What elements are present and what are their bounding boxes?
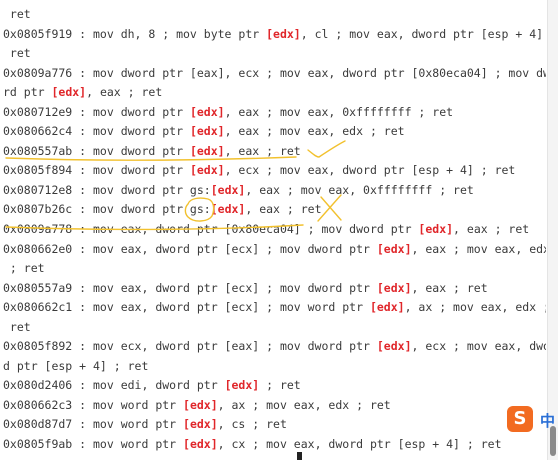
line-text: , eax ; ret: [453, 222, 530, 237]
terminal-line: 0x080557ab : mov dword ptr [edx], eax ; …: [3, 142, 546, 162]
line-text: 0x080712e8 : mov dword ptr gs:: [3, 182, 211, 197]
line-text: 0x0807b26c : mov dword ptr gs:: [3, 202, 211, 217]
terminal-line: 0x0805f892 : mov ecx, dword ptr [eax] ; …: [3, 337, 546, 357]
line-text: , eax ; ret: [224, 143, 301, 158]
terminal-line: 0x080d2406 : mov edi, dword ptr [edx] ; …: [3, 376, 546, 396]
terminal-line: 0x080662c4 : mov dword ptr [edx], eax ; …: [3, 122, 546, 142]
line-text: , ecx ; mov eax, dword ptr [esp + 4] ; r…: [224, 163, 516, 178]
register-highlight: [edx]: [183, 397, 218, 412]
line-text: 0x0809a778 : mov eax, dword ptr [0x80eca…: [3, 222, 419, 237]
register-highlight: [edx]: [189, 163, 225, 178]
register-highlight: [edx]: [210, 202, 246, 217]
line-text: , eax ; mov eax, edx ; ret: [224, 124, 405, 139]
terminal-line: 0x0805f9ab : mov word ptr [edx], cx ; mo…: [3, 435, 546, 455]
line-text: ret: [3, 7, 31, 21]
text-cursor-icon: [297, 452, 302, 460]
terminal-line: 0x080662c1 : mov eax, dword ptr [ecx] ; …: [3, 298, 546, 318]
line-text: ; ret: [3, 261, 45, 276]
line-text: 0x080d2406 : mov edi, dword ptr: [3, 378, 225, 393]
terminal-line: 0x0805f919 : mov dh, 8 ; mov byte ptr [e…: [3, 25, 546, 45]
terminal-line: 0x0809a778 : mov eax, dword ptr [0x80eca…: [3, 220, 546, 240]
line-text: , eax ; ret: [411, 280, 488, 295]
line-text: 0x080557ab : mov dword ptr: [3, 143, 190, 158]
line-text: , eax ; ret: [245, 202, 322, 217]
line-text: , cs ; ret: [217, 417, 287, 432]
vertical-scrollbar[interactable]: [547, 0, 558, 460]
register-highlight: [edx]: [224, 378, 260, 393]
line-text: 0x080662c3 : mov word ptr: [3, 397, 184, 412]
sogou-ime-icon[interactable]: S: [507, 406, 533, 432]
terminal-line: ret: [3, 318, 546, 338]
register-highlight: [edx]: [376, 241, 412, 256]
line-text: 0x080662c1 : mov eax, dword ptr [ecx] ; …: [3, 300, 370, 315]
register-highlight: [edx]: [189, 124, 225, 139]
line-text: 0x0805f9ab : mov word ptr: [3, 437, 184, 452]
line-text: 0x080712e9 : mov dword ptr: [3, 104, 190, 119]
register-highlight: [edx]: [376, 339, 412, 354]
register-highlight: [edx]: [189, 104, 225, 119]
terminal-line: 0x080662c3 : mov word ptr [edx], ax ; mo…: [3, 396, 546, 416]
line-text: 0x0805f894 : mov dword ptr: [3, 163, 190, 178]
terminal-line: 0x0805f894 : mov dword ptr [edx], ecx ; …: [3, 161, 546, 181]
terminal-line: 0x0807b26c : mov dword ptr gs:[edx], eax…: [3, 200, 546, 220]
line-text: 0x080662e0 : mov eax, dword ptr [ecx] ; …: [3, 241, 377, 256]
register-highlight: [edx]: [418, 222, 454, 237]
line-text: rd ptr: [3, 85, 52, 100]
line-text: , ax ; mov eax, edx ;: [404, 300, 546, 315]
line-text: , eax ; mov eax, edx: [411, 241, 547, 256]
line-text: , ecx ; mov eax, dwor: [411, 339, 547, 354]
line-text: ; ret: [259, 378, 301, 393]
line-text: d ptr [esp + 4] ; ret: [3, 358, 149, 373]
terminal-line: 0x080662e0 : mov eax, dword ptr [ecx] ; …: [3, 240, 546, 260]
terminal-line: rd ptr [edx], eax ; ret: [3, 83, 546, 103]
register-highlight: [edx]: [183, 417, 218, 432]
register-highlight: [edx]: [183, 437, 218, 452]
register-highlight: [edx]: [189, 143, 225, 158]
line-text: ret: [3, 319, 31, 334]
terminal-line: ; ret: [3, 259, 546, 279]
line-text: 0x080662c4 : mov dword ptr: [3, 124, 190, 139]
ime-language-indicator[interactable]: 中: [540, 412, 556, 430]
line-text: , eax ; mov eax, 0xffffffff ; ret: [224, 104, 454, 119]
terminal-line: 0x080712e8 : mov dword ptr gs:[edx], eax…: [3, 181, 546, 201]
terminal-line: ret: [3, 44, 546, 64]
line-text: 0x080557a9 : mov eax, dword ptr [ecx] ; …: [3, 280, 377, 295]
register-highlight: [edx]: [369, 300, 405, 315]
register-highlight: [edx]: [266, 26, 301, 41]
line-text: 0x0805f892 : mov ecx, dword ptr [eax] ; …: [3, 339, 377, 354]
line-text: , eax ; mov eax, 0xffffffff ; ret: [245, 182, 474, 197]
line-text: 0x0809a776 : mov dword ptr [eax], ecx ; …: [3, 65, 546, 80]
line-text: , cx ; mov eax, dword ptr [esp + 4] ; re…: [217, 437, 502, 452]
register-highlight: [edx]: [51, 85, 87, 100]
line-text: , cl ; mov eax, dword ptr [esp + 4] ;: [300, 26, 546, 41]
terminal-line: 0x080712e9 : mov dword ptr [edx], eax ; …: [3, 103, 546, 123]
line-text: 0x080d87d7 : mov word ptr: [3, 417, 184, 432]
terminal-line: 0x0809a776 : mov dword ptr [eax], ecx ; …: [3, 64, 546, 84]
terminal-line: ret: [3, 5, 546, 25]
line-text: , eax ; ret: [86, 85, 163, 100]
line-text: ret: [3, 46, 31, 61]
register-highlight: [edx]: [376, 280, 412, 295]
terminal-line: 0x080d87d7 : mov word ptr [edx], cs ; re…: [3, 415, 546, 435]
scrollbar-thumb[interactable]: [550, 426, 556, 456]
terminal-line: d ptr [esp + 4] ; ret: [3, 357, 546, 377]
terminal-line: 0x080557a9 : mov eax, dword ptr [ecx] ; …: [3, 279, 546, 299]
line-text: 0x0805f919 : mov dh, 8 ; mov byte ptr: [3, 26, 267, 41]
register-highlight: [edx]: [210, 182, 246, 197]
line-text: , ax ; mov eax, edx ; ret: [217, 397, 391, 412]
